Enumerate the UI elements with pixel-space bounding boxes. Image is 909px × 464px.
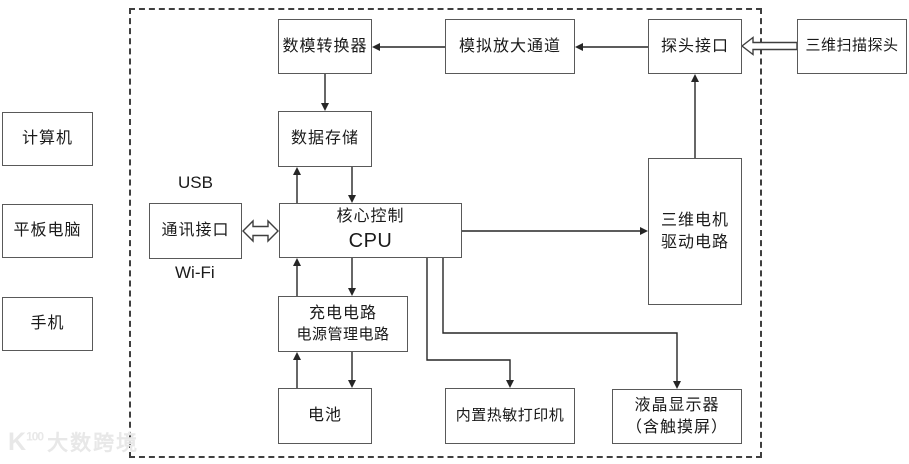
block-cpu: 核心控制 CPU [279,203,462,258]
block-motor-driver-label-line2: 驱动电路 [660,233,729,251]
block-data-storage-label: 数据存储 [290,130,359,148]
block-computer: 计算机 [2,112,93,166]
connector-probe-to-amp [575,43,648,51]
block-power-label-line2: 电源管理电路 [296,326,390,343]
block-tablet: 平板电脑 [2,204,93,258]
block-cpu-label-line1: 核心控制 [336,208,405,226]
connector-cpu-to-power [348,258,356,296]
block-power-management: 充电电路 电源管理电路 [278,296,408,352]
block-computer-label: 计算机 [21,130,73,148]
block-phone-label: 手机 [30,315,65,333]
block-tablet-label: 平板电脑 [13,222,82,240]
block-analog-amp-label: 模拟放大通道 [458,37,561,55]
block-comm-interface-label: 通讯接口 [161,222,230,240]
block-battery-label: 电池 [307,407,342,425]
block-lcd: 液晶显示器 （含触摸屏） [612,389,742,444]
block-scan-probe: 三维扫描探头 [797,19,907,74]
connector-cpu-to-lcd [442,258,681,389]
block-lcd-label-line2: （含触摸屏） [625,418,728,436]
connector-dac-to-storage [321,74,329,111]
watermark-logo-icon: K100 [8,427,44,456]
connector-motor-to-probe [691,74,699,158]
block-lcd-label-line1: 液晶显示器 [634,396,720,414]
block-comm-interface: 通讯接口 [149,203,242,259]
connector-comm-cpu-double-arrow [242,219,279,243]
block-analog-amp: 模拟放大通道 [445,19,575,74]
connector-power-to-battery [348,352,356,388]
connector-cpu-to-storage [293,167,301,203]
connector-storage-to-cpu [348,167,356,203]
device-boundary-dashed-border [129,8,762,458]
connector-amp-to-dac [372,43,445,51]
wifi-label: Wi-Fi [175,263,215,282]
connector-battery-to-power [293,352,301,388]
watermark: K100 大数跨境 [8,427,139,457]
block-dac-label: 数模转换器 [282,37,368,55]
usb-label: USB [178,173,213,192]
block-motor-driver-label-line1: 三维电机 [660,211,729,229]
connector-scanprobe-to-probe-hollow-arrow [740,36,798,56]
block-power-label-line1: 充电电路 [308,305,377,323]
block-cpu-label-line2: CPU [348,229,393,252]
block-probe-interface: 探头接口 [648,19,742,74]
connector-cpu-to-motor [462,227,648,235]
block-probe-interface-label: 探头接口 [660,37,729,55]
block-scan-probe-label: 三维扫描探头 [805,38,899,55]
watermark-text: 大数跨境 [47,432,140,455]
block-data-storage: 数据存储 [278,111,372,167]
block-motor-driver: 三维电机 驱动电路 [648,158,742,305]
block-dac: 数模转换器 [278,19,372,74]
block-printer: 内置热敏打印机 [445,388,575,444]
block-phone: 手机 [2,297,93,351]
block-printer-label: 内置热敏打印机 [455,407,565,424]
connector-power-to-cpu [293,258,301,296]
block-battery: 电池 [278,388,372,444]
connector-cpu-to-printer [426,258,514,388]
